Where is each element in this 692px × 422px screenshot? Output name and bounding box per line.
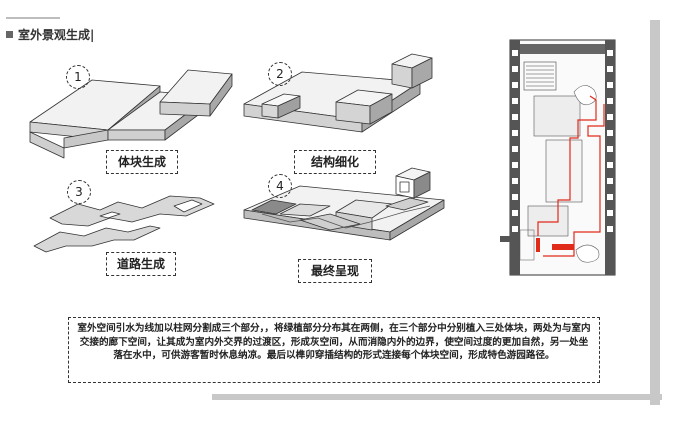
step-caption-1: 体块生成 <box>106 150 178 174</box>
diagram-road-generation <box>33 195 215 253</box>
header-rule <box>6 17 60 19</box>
diagram-block-generation <box>29 69 233 159</box>
square-bullet-icon <box>6 31 13 38</box>
decorative-horizontal-bar <box>212 394 662 400</box>
diagram-final-presentation <box>243 167 445 241</box>
step-caption-2: 结构细化 <box>294 150 376 174</box>
site-floor-plan <box>500 39 616 276</box>
step-number-4: 4 <box>268 174 292 198</box>
step-number-3: 3 <box>67 180 91 204</box>
step-caption-3: 道路生成 <box>106 252 176 276</box>
circulation-path <box>537 95 597 236</box>
step-number-1: 1 <box>66 65 90 89</box>
description-box: 室外空间引水为线加以柱网分割成三个部分，，将绿植部分分布其在两侧，在三个部分中分… <box>68 317 600 383</box>
step-caption-4: 最终呈现 <box>298 259 372 283</box>
decorative-vertical-bar <box>650 20 660 405</box>
diagram-structure-refine <box>243 53 433 133</box>
section-title: 室外景观生成| <box>18 28 95 42</box>
step-number-2: 2 <box>268 62 292 86</box>
section-header: 室外景观生成| <box>6 26 94 43</box>
